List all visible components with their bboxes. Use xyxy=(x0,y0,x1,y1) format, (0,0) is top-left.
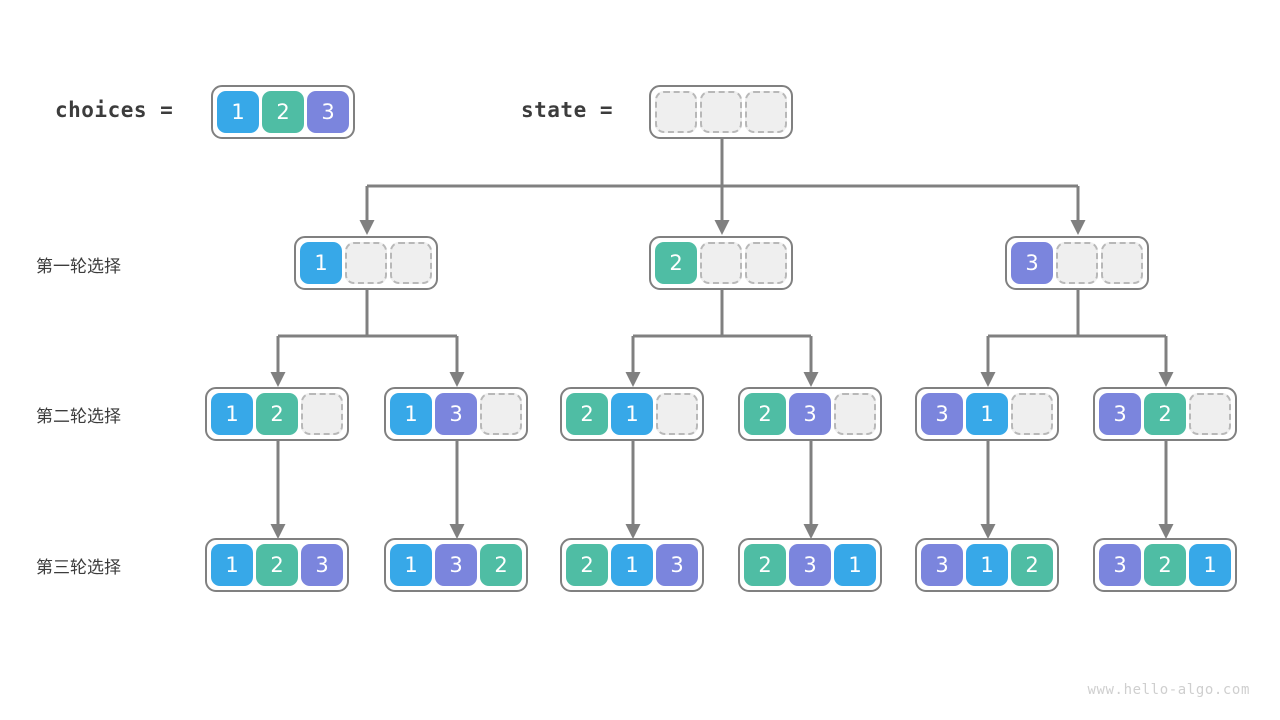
level2-1-cell-1: 1 xyxy=(211,393,253,435)
level3-3-cell-2: 1 xyxy=(611,544,653,586)
level1-2-cell-3 xyxy=(745,242,787,284)
level2-2-cell-1: 1 xyxy=(390,393,432,435)
choices-cell-2: 2 xyxy=(262,91,304,133)
level2-4-cell-3 xyxy=(834,393,876,435)
level3-1-cell-3: 3 xyxy=(301,544,343,586)
state-root-cell-2 xyxy=(700,91,742,133)
level2-4-cell-2: 3 xyxy=(789,393,831,435)
level2-2-cell-3 xyxy=(480,393,522,435)
level2-5-cell-3 xyxy=(1011,393,1053,435)
level2-5-cell-2: 1 xyxy=(966,393,1008,435)
level2-3-cell-2: 1 xyxy=(611,393,653,435)
level1-2-cell-2 xyxy=(700,242,742,284)
level1-1-cell-3 xyxy=(390,242,432,284)
level2-3-cell-3 xyxy=(656,393,698,435)
choices-cell-1: 1 xyxy=(217,91,259,133)
tree-node-level1-2: 2 xyxy=(649,236,793,290)
level3-4-cell-1: 2 xyxy=(744,544,786,586)
level3-1-cell-1: 1 xyxy=(211,544,253,586)
level2-5-cell-1: 3 xyxy=(921,393,963,435)
level2-6-cell-1: 3 xyxy=(1099,393,1141,435)
choices-label: choices = xyxy=(55,98,174,122)
level2-1-cell-2: 2 xyxy=(256,393,298,435)
level3-2-cell-3: 2 xyxy=(480,544,522,586)
level2-2-cell-2: 3 xyxy=(435,393,477,435)
level3-6-cell-1: 3 xyxy=(1099,544,1141,586)
level3-4-cell-2: 3 xyxy=(789,544,831,586)
level1-1-cell-1: 1 xyxy=(300,242,342,284)
state-array-root xyxy=(649,85,793,139)
level2-1-cell-3 xyxy=(301,393,343,435)
level1-3-cell-2 xyxy=(1056,242,1098,284)
state-root-cell-1 xyxy=(655,91,697,133)
level3-1-cell-2: 2 xyxy=(256,544,298,586)
level1-1-cell-2 xyxy=(345,242,387,284)
level3-2-cell-1: 1 xyxy=(390,544,432,586)
level3-3-cell-3: 3 xyxy=(656,544,698,586)
choices-cell-3: 3 xyxy=(307,91,349,133)
level1-3-cell-1: 3 xyxy=(1011,242,1053,284)
row-label-round-1: 第一轮选择 xyxy=(36,257,121,277)
level2-6-cell-3 xyxy=(1189,393,1231,435)
level3-2-cell-2: 3 xyxy=(435,544,477,586)
level2-4-cell-1: 2 xyxy=(744,393,786,435)
level3-6-cell-3: 1 xyxy=(1189,544,1231,586)
level3-4-cell-3: 1 xyxy=(834,544,876,586)
level3-5-cell-3: 2 xyxy=(1011,544,1053,586)
level3-6-cell-2: 2 xyxy=(1144,544,1186,586)
level3-5-cell-2: 1 xyxy=(966,544,1008,586)
level1-2-cell-1: 2 xyxy=(655,242,697,284)
state-root-cell-3 xyxy=(745,91,787,133)
watermark: www.hello-algo.com xyxy=(1087,682,1250,698)
level3-5-cell-1: 3 xyxy=(921,544,963,586)
level3-3-cell-1: 2 xyxy=(566,544,608,586)
tree-node-level1-1: 1 xyxy=(294,236,438,290)
level2-3-cell-1: 2 xyxy=(566,393,608,435)
level1-3-cell-3 xyxy=(1101,242,1143,284)
tree-node-level1-3: 3 xyxy=(1005,236,1149,290)
state-label: state = xyxy=(521,98,614,122)
level2-6-cell-2: 2 xyxy=(1144,393,1186,435)
row-label-round-3: 第三轮选择 xyxy=(36,558,121,578)
row-label-round-2: 第二轮选择 xyxy=(36,407,121,427)
